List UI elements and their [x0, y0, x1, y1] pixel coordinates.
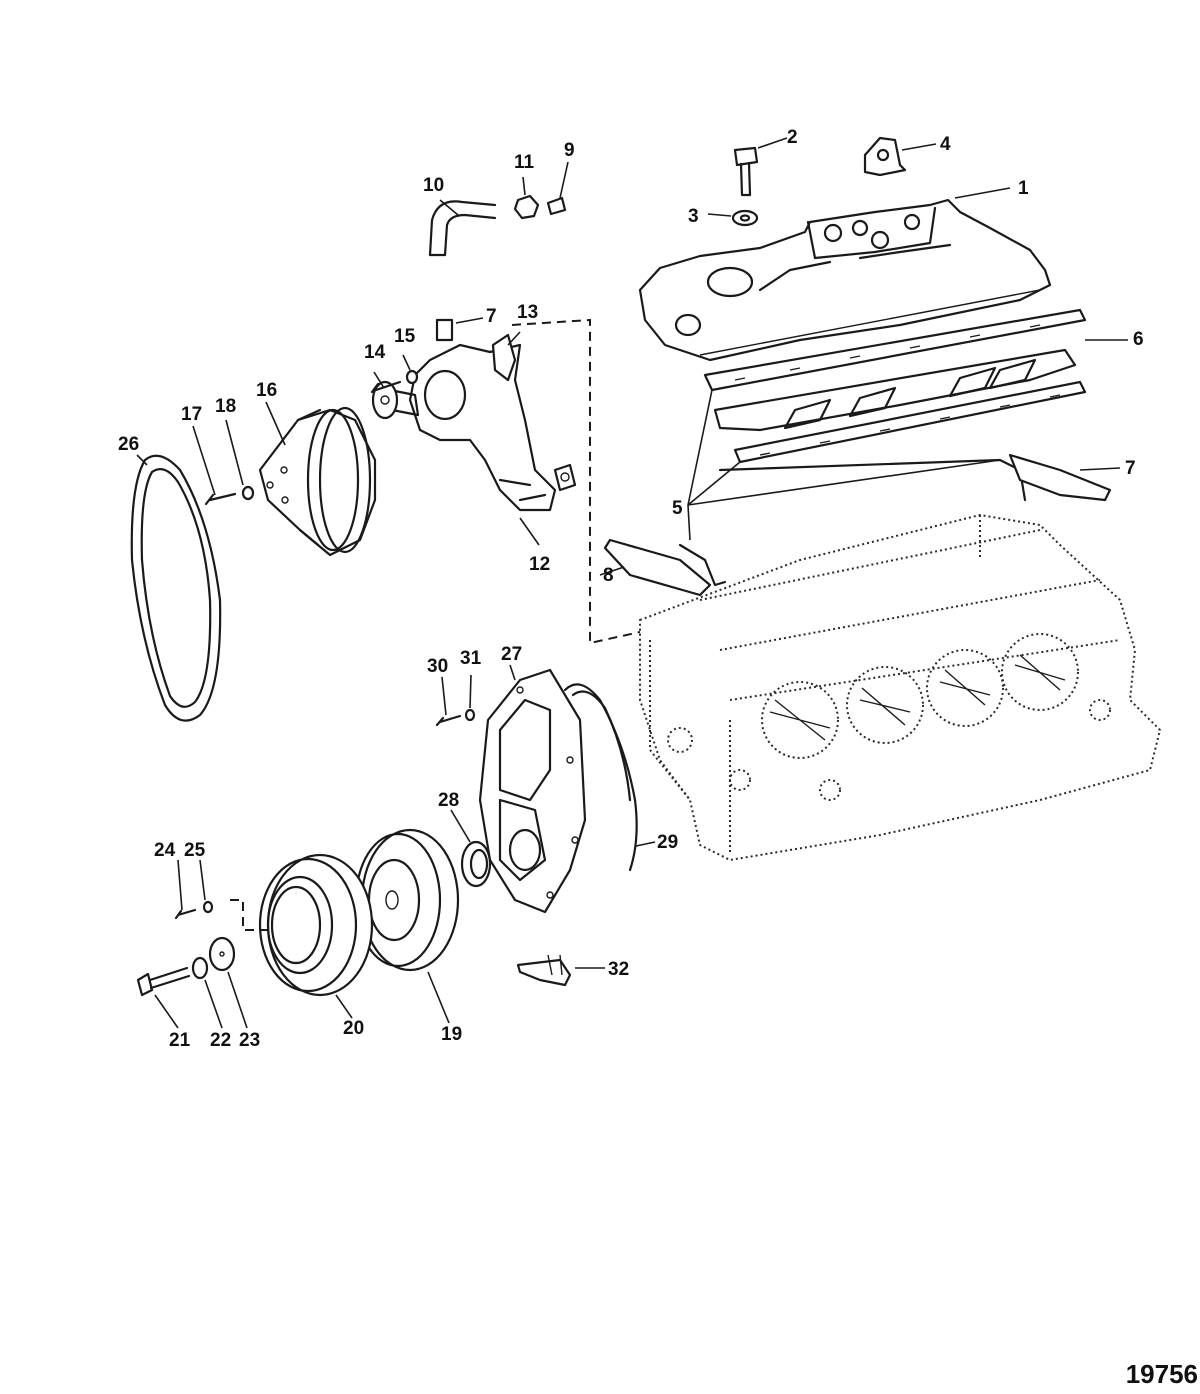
callout-6: 6 [1133, 329, 1144, 350]
callout-28: 28 [438, 790, 459, 811]
pump-gasket-13 [491, 333, 517, 382]
callout-7-gasket: 7 [1125, 458, 1136, 479]
pulley-bolt-17 [204, 492, 237, 506]
intake-gaskets [603, 308, 1112, 597]
drive-belt [130, 454, 222, 722]
pulley-bolt-24 [174, 908, 197, 920]
callout-7-sleeve: 7 [486, 306, 497, 327]
callout-15: 15 [394, 326, 416, 347]
callout-18: 18 [215, 396, 236, 417]
callout-11: 11 [514, 152, 535, 173]
callout-8: 8 [603, 565, 614, 586]
water-pump-pulley [258, 406, 377, 557]
callout-30: 30 [427, 656, 448, 677]
callout-17: 17 [181, 404, 202, 425]
callout-4: 4 [940, 134, 951, 155]
callout-25: 25 [184, 840, 206, 861]
water-pump [371, 343, 557, 512]
engine-block [639, 513, 1162, 862]
callout-20: 20 [343, 1018, 364, 1039]
callout-10: 10 [423, 175, 444, 196]
figure-number: 19756 [1125, 1359, 1198, 1389]
callout-19: 19 [441, 1024, 462, 1045]
callout-labels: 1 2 3 4 5 6 7 7 8 9 10 11 12 13 14 15 16… [118, 127, 1144, 1051]
alignment-lines [230, 318, 641, 931]
harmonic-balancer [354, 828, 460, 972]
callout-21: 21 [169, 1030, 191, 1051]
callout-23: 23 [239, 1030, 260, 1051]
bypass-hose [428, 200, 497, 257]
intake-manifold [638, 198, 1052, 362]
callout-22: 22 [210, 1030, 231, 1051]
balancer-plate-23 [208, 936, 236, 972]
pump-gasket-small [553, 463, 577, 492]
callout-27: 27 [501, 644, 522, 665]
cover-washer-31 [464, 708, 476, 722]
plug [546, 196, 567, 216]
callout-12: 12 [529, 554, 550, 575]
callout-29: 29 [657, 832, 678, 853]
callout-31: 31 [460, 648, 482, 669]
callout-5: 5 [672, 498, 683, 519]
crankshaft-seal [460, 840, 492, 888]
pulley-washer-25 [202, 900, 214, 914]
timing-pointer [516, 954, 572, 987]
callout-16: 16 [256, 380, 277, 401]
pump-washer-15 [405, 369, 419, 385]
crankshaft-pulley [258, 853, 374, 997]
callout-9: 9 [564, 140, 575, 161]
balancer-bolt-21 [136, 966, 191, 997]
callout-3: 3 [688, 206, 699, 227]
cover-bolt-30 [435, 714, 462, 727]
pump-bolt-14 [370, 380, 402, 394]
callout-2: 2 [787, 127, 798, 148]
hose-fitting [513, 194, 540, 220]
pump-sleeve [435, 318, 454, 342]
manifold-bracket [863, 136, 907, 177]
callout-14: 14 [364, 342, 386, 363]
callout-26: 26 [118, 434, 139, 455]
callout-24: 24 [154, 840, 176, 861]
callout-13: 13 [517, 302, 538, 323]
callout-1: 1 [1018, 178, 1029, 199]
manifold-bolt [733, 146, 759, 197]
balancer-washer-22 [191, 956, 209, 980]
cover-gasket-29 [563, 683, 638, 872]
manifold-washer [731, 209, 759, 227]
pulley-washer-18 [241, 485, 255, 501]
timing-chain-cover [478, 668, 587, 914]
callout-32: 32 [608, 959, 629, 980]
leader-lines [136, 137, 1128, 1029]
